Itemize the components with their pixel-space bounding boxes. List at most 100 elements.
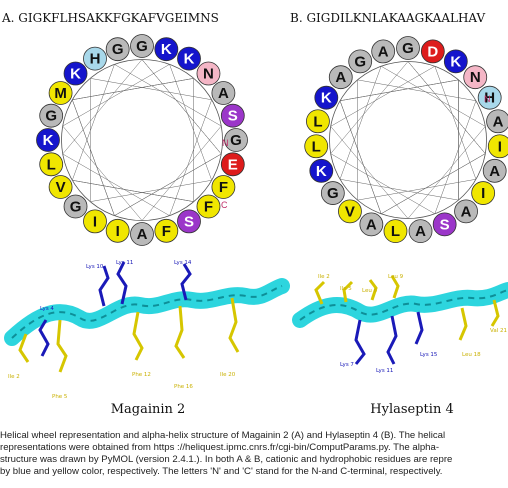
wheel-a-residue-letter: G bbox=[112, 41, 124, 58]
caption-line-4: by blue and yellow color, respectively. … bbox=[0, 466, 443, 477]
wheel-b-residue-circle bbox=[482, 158, 507, 183]
wheel-b-spoke bbox=[357, 79, 477, 101]
wheel-a-spoke bbox=[114, 64, 222, 127]
wheel-b-residue-letter: A bbox=[378, 43, 389, 60]
wheel-b-spoke bbox=[407, 61, 486, 154]
wheel-a-residue-letter: E bbox=[228, 156, 238, 173]
wheel-b-residue-circle bbox=[471, 181, 496, 205]
wheel-a-residue-circle bbox=[130, 222, 154, 246]
wheel-a-residue-letter: G bbox=[230, 132, 242, 149]
wheel-b-residue-circle bbox=[306, 109, 330, 134]
wheel-b-spoke bbox=[330, 153, 435, 214]
wheel-a-residue-circle bbox=[39, 103, 64, 128]
wheel-a-spoke bbox=[72, 64, 115, 181]
wheel-b-residue-letter: G bbox=[402, 40, 414, 57]
wheel-a-residue-letter: S bbox=[228, 108, 238, 125]
label-ile5-b: Ile 5 bbox=[340, 286, 352, 292]
label-leu18-b: Leu 18 bbox=[462, 352, 481, 358]
wheel-a-spoke bbox=[72, 99, 115, 216]
wheel-a-residue-circle bbox=[196, 61, 221, 86]
wheel-a-residue-letter: K bbox=[43, 132, 54, 149]
wheel-b-residue-letter: G bbox=[327, 185, 339, 202]
wheel-b-residue-circle bbox=[463, 65, 488, 90]
wheel-a-spoke bbox=[141, 125, 222, 221]
wheel-a-spoke bbox=[169, 64, 212, 181]
wheel-b-residue-circle bbox=[420, 39, 445, 64]
wheel-a-residue-letter: L bbox=[47, 156, 56, 173]
label-phe12: Phe 12 bbox=[132, 372, 151, 378]
wheel-b-residue-circle bbox=[371, 39, 396, 64]
wheel-b-residue-circle bbox=[454, 199, 478, 224]
wheel-b-residue-circle bbox=[487, 134, 508, 159]
wheel-a-spoke bbox=[90, 180, 212, 202]
label-lys10: Lys 10 bbox=[86, 264, 104, 270]
wheel-a-residue-circle bbox=[105, 218, 130, 243]
wheel-b-n-terminal: N bbox=[484, 94, 491, 104]
wheel-b-residue-circle bbox=[338, 199, 362, 224]
wheel-a-spoke bbox=[62, 59, 143, 155]
figure-caption: Helical wheel representation and alpha-h… bbox=[0, 430, 508, 478]
panel-b-sequence: B. GIGDILKNLAKAAGKAALHAV bbox=[290, 11, 485, 25]
wheel-b-residue-circle bbox=[304, 134, 329, 159]
wheel-b-residue-letter: L bbox=[313, 113, 322, 130]
wheel-a-residue-letter: F bbox=[162, 223, 171, 240]
label-phe5: Phe 5 bbox=[52, 394, 68, 400]
label-ile20: Ile 20 bbox=[220, 372, 236, 378]
wheel-b-residue-letter: A bbox=[415, 223, 426, 240]
wheel-b-residue-letter: I bbox=[481, 185, 485, 202]
panel-a-sequence: A. GIGKFLHSAKKFGKAFVGEIMNS bbox=[1, 11, 219, 25]
wheel-a-residue-circle bbox=[63, 194, 88, 219]
wheel-b-spoke bbox=[330, 66, 435, 127]
wheel-a-residue-letter: H bbox=[90, 51, 101, 68]
caption-line-2: representations were obtained from https… bbox=[0, 442, 440, 453]
wheel-b-residue-letter: V bbox=[345, 203, 355, 220]
wheel-a-center-circle bbox=[61, 59, 223, 221]
wheel-b-residue-letter: K bbox=[321, 90, 332, 107]
wheel-a-spoke bbox=[62, 64, 170, 127]
wheel-a-residue-letter: G bbox=[70, 198, 82, 215]
wheel-a-residue-letter: K bbox=[184, 51, 195, 68]
wheel-a-residue-circle bbox=[220, 152, 245, 177]
wheel-a-residue-circle bbox=[154, 37, 179, 62]
wheel-a-residue-circle bbox=[83, 46, 107, 71]
wheel-b-spoke bbox=[339, 79, 459, 101]
label-phe16: Phe 16 bbox=[174, 384, 193, 390]
wheel-b-residue-letter: G bbox=[354, 53, 366, 70]
wheel-a-residue-circle bbox=[211, 175, 236, 199]
wheel-a-spoke bbox=[114, 153, 222, 216]
wheel-b-residue-circle bbox=[309, 158, 334, 183]
label-lys11-b: Lys 11 bbox=[376, 368, 393, 374]
wheel-a-residue-letter: S bbox=[184, 213, 194, 230]
wheel-a-residue-letter: I bbox=[116, 223, 120, 240]
helix-structure-hylaseptin4: Ile 2 Ile 5 Leu 6 Leu 9 Val 21 Leu 18 Ly… bbox=[292, 274, 508, 374]
wheel-b-residue-circle bbox=[320, 181, 345, 205]
wheel-a-residue-circle bbox=[154, 218, 179, 243]
label-lys14: Lys 14 bbox=[174, 260, 192, 266]
wheel-b-spoke bbox=[407, 126, 486, 219]
wheel-a-residue-circle bbox=[211, 81, 236, 105]
wheel-a-n-terminal: N bbox=[222, 138, 229, 148]
wheel-a-residue-circle bbox=[39, 152, 64, 177]
label-lys7-b: Lys 7 bbox=[340, 362, 354, 368]
wheel-b-center-circle bbox=[329, 61, 487, 219]
label-leu6-b: Leu 6 bbox=[362, 288, 378, 294]
wheel-b-residue-letter: I bbox=[498, 138, 502, 155]
wheel-a-spoke bbox=[169, 99, 212, 216]
caption-line-1: Helical wheel representation and alpha-h… bbox=[0, 430, 446, 441]
wheel-b-residue-letter: N bbox=[470, 69, 481, 86]
panel-a-name: Magainin 2 bbox=[111, 402, 186, 417]
wheel-a-spoke bbox=[62, 153, 170, 216]
wheel-a-residue-circle bbox=[220, 103, 245, 128]
wheel-b-residue-circle bbox=[477, 85, 502, 110]
wheel-b-spoke bbox=[434, 100, 477, 214]
caption-line-3: structure was drawn by PyMOL (version 2.… bbox=[0, 454, 453, 465]
wheel-b-residue-circle bbox=[328, 65, 353, 90]
wheel-b-residue-letter: K bbox=[450, 53, 461, 70]
wheel-a-residue-circle bbox=[63, 61, 88, 86]
wheel-b-spoke bbox=[381, 66, 486, 127]
wheel-b-residue-letter: L bbox=[312, 138, 321, 155]
label-lys11: Lys 11 bbox=[116, 260, 133, 266]
